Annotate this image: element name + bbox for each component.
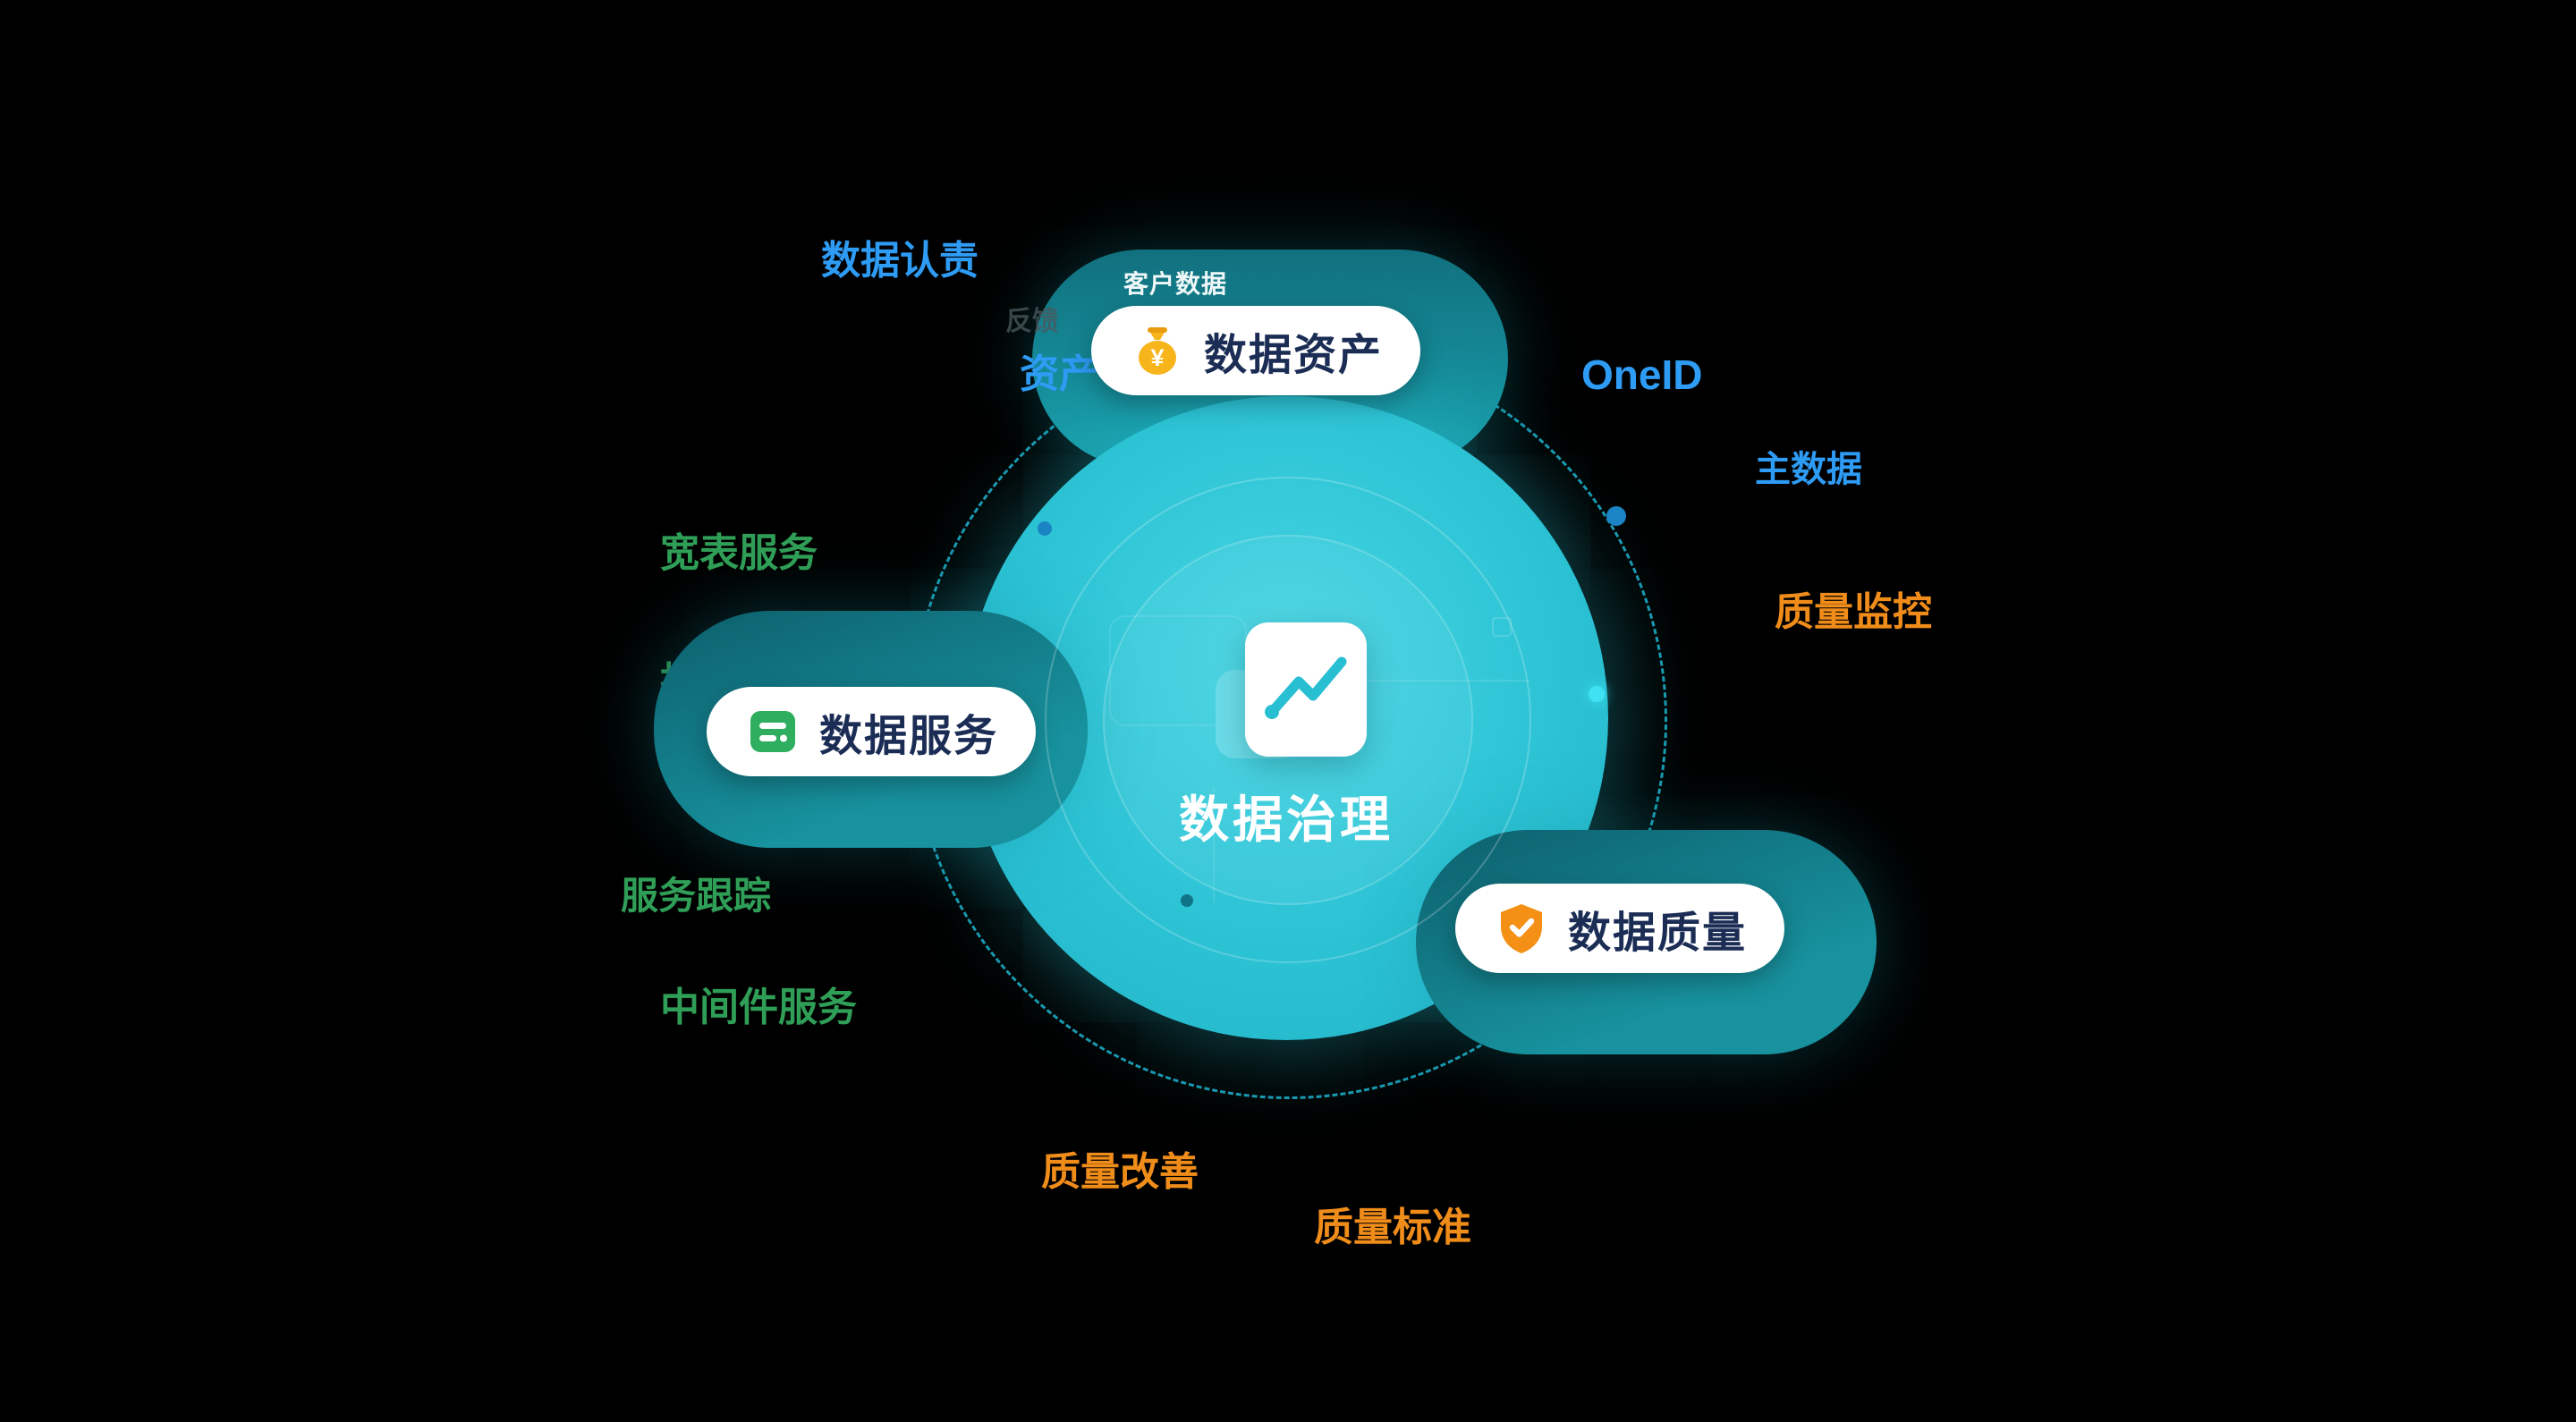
circuit-decoration <box>1360 680 1530 681</box>
orbit-dot <box>1181 894 1193 907</box>
circuit-decoration <box>1492 617 1512 637</box>
label-quality-improvement: 质量改善 <box>1041 1150 1199 1194</box>
label-quality-standard: 质量标准 <box>1314 1206 1471 1249</box>
document-trend-icon <box>1245 622 1367 757</box>
pill-data-quality: 数据质量 <box>1455 884 1785 973</box>
pill-data-quality-label: 数据质量 <box>1568 910 1748 957</box>
label-middleware-service: 中间件服务 <box>660 986 857 1029</box>
card-stack-icon <box>750 711 795 752</box>
label-asset-partial: 资产 <box>1020 352 1098 396</box>
pill-data-assets-label: 数据资产 <box>1204 332 1384 379</box>
orbit-dot <box>1589 686 1605 702</box>
label-feedback-faint: 反馈 <box>1005 307 1059 336</box>
label-oneid: OneID <box>1581 351 1703 398</box>
orbit-dot <box>1038 521 1052 536</box>
center-title: 数据治理 <box>1179 791 1394 848</box>
pill-data-services-label: 数据服务 <box>819 713 999 760</box>
label-customer-data: 客户数据 <box>1123 270 1228 298</box>
label-quality-monitoring: 质量监控 <box>1775 590 1932 634</box>
circuit-decoration <box>1213 787 1215 903</box>
pill-data-services: 数据服务 <box>707 687 1037 776</box>
center-inner-ring <box>1045 477 1531 963</box>
pill-data-assets: ¥ 数据资产 <box>1091 306 1421 395</box>
money-bag-icon: ¥ <box>1139 327 1176 375</box>
orbit-dot <box>1606 506 1626 526</box>
label-wide-table-service: 宽表服务 <box>660 531 818 575</box>
shield-check-icon <box>1501 904 1542 953</box>
label-data-accountability: 数据认责 <box>821 239 979 283</box>
label-master-data: 主数据 <box>1755 450 1862 489</box>
svg-text:¥: ¥ <box>1150 344 1164 371</box>
label-service-tracking: 服务跟踪 <box>621 875 772 917</box>
trend-line-graphic <box>1265 656 1347 719</box>
